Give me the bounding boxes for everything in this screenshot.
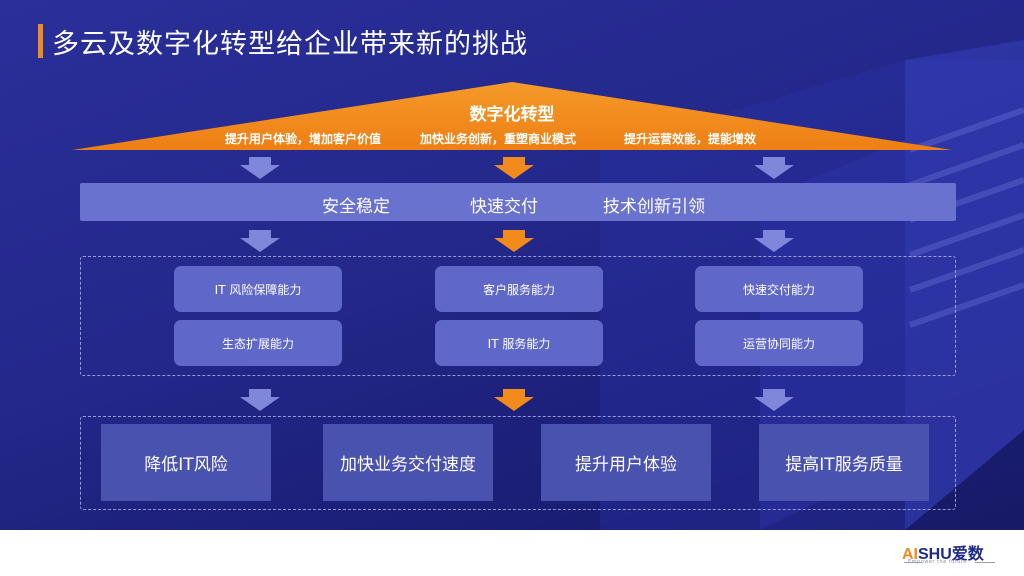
arrow-down-icon (754, 230, 794, 252)
tagline-rule (904, 562, 922, 563)
arrow-down-icon (494, 230, 534, 252)
band-item-security: 安全稳定 (322, 197, 390, 217)
capabilities-container (80, 256, 956, 376)
roof-triangle (72, 82, 952, 150)
tagline-rule (975, 562, 995, 563)
roof-item-operational-efficiency: 提升运营效能，提能增效 (623, 132, 756, 146)
logo-tagline: Empower the future (908, 559, 967, 565)
capability-it-service: IT 服务能力 (435, 320, 603, 366)
capability-it-risk: IT 风险保障能力 (174, 266, 342, 312)
goal-accelerate-delivery: 加快业务交付速度 (323, 424, 493, 501)
arrow-down-icon (240, 230, 280, 252)
band-item-innovation: 技术创新引领 (603, 197, 705, 217)
arrow-down-icon (494, 157, 534, 179)
capability-customer-service: 客户服务能力 (435, 266, 603, 312)
roof-title: 数字化转型 (469, 105, 555, 125)
goal-improve-it-service-quality: 提高IT服务质量 (759, 424, 929, 501)
capability-ecosystem: 生态扩展能力 (174, 320, 342, 366)
goal-reduce-it-risk: 降低IT风险 (101, 424, 271, 501)
arrow-down-icon (240, 157, 280, 179)
goals-container (80, 416, 956, 510)
capability-fast-delivery: 快速交付能力 (695, 266, 863, 312)
goal-improve-user-experience: 提升用户体验 (541, 424, 711, 501)
arrow-down-icon (754, 389, 794, 411)
aishu-logo: AISHU爱数 (902, 546, 984, 563)
page-title: 多云及数字化转型给企业带来新的挑战 (52, 29, 528, 60)
arrow-down-icon (494, 389, 534, 411)
title-accent-bar (38, 24, 43, 58)
capability-operations: 运营协同能力 (695, 320, 863, 366)
principles-band: 安全稳定 快速交付 技术创新引领 (80, 183, 956, 221)
arrow-down-icon (240, 389, 280, 411)
band-item-fast-delivery: 快速交付 (470, 197, 538, 217)
roof-item-business-innovation: 加快业务创新，重塑商业模式 (419, 132, 576, 146)
slide: 多云及数字化转型给企业带来新的挑战 数字化转型 提升用户体验，增加客户价值 加快… (0, 0, 1024, 530)
roof-item-user-experience: 提升用户体验，增加客户价值 (224, 132, 381, 146)
arrow-down-icon (754, 157, 794, 179)
